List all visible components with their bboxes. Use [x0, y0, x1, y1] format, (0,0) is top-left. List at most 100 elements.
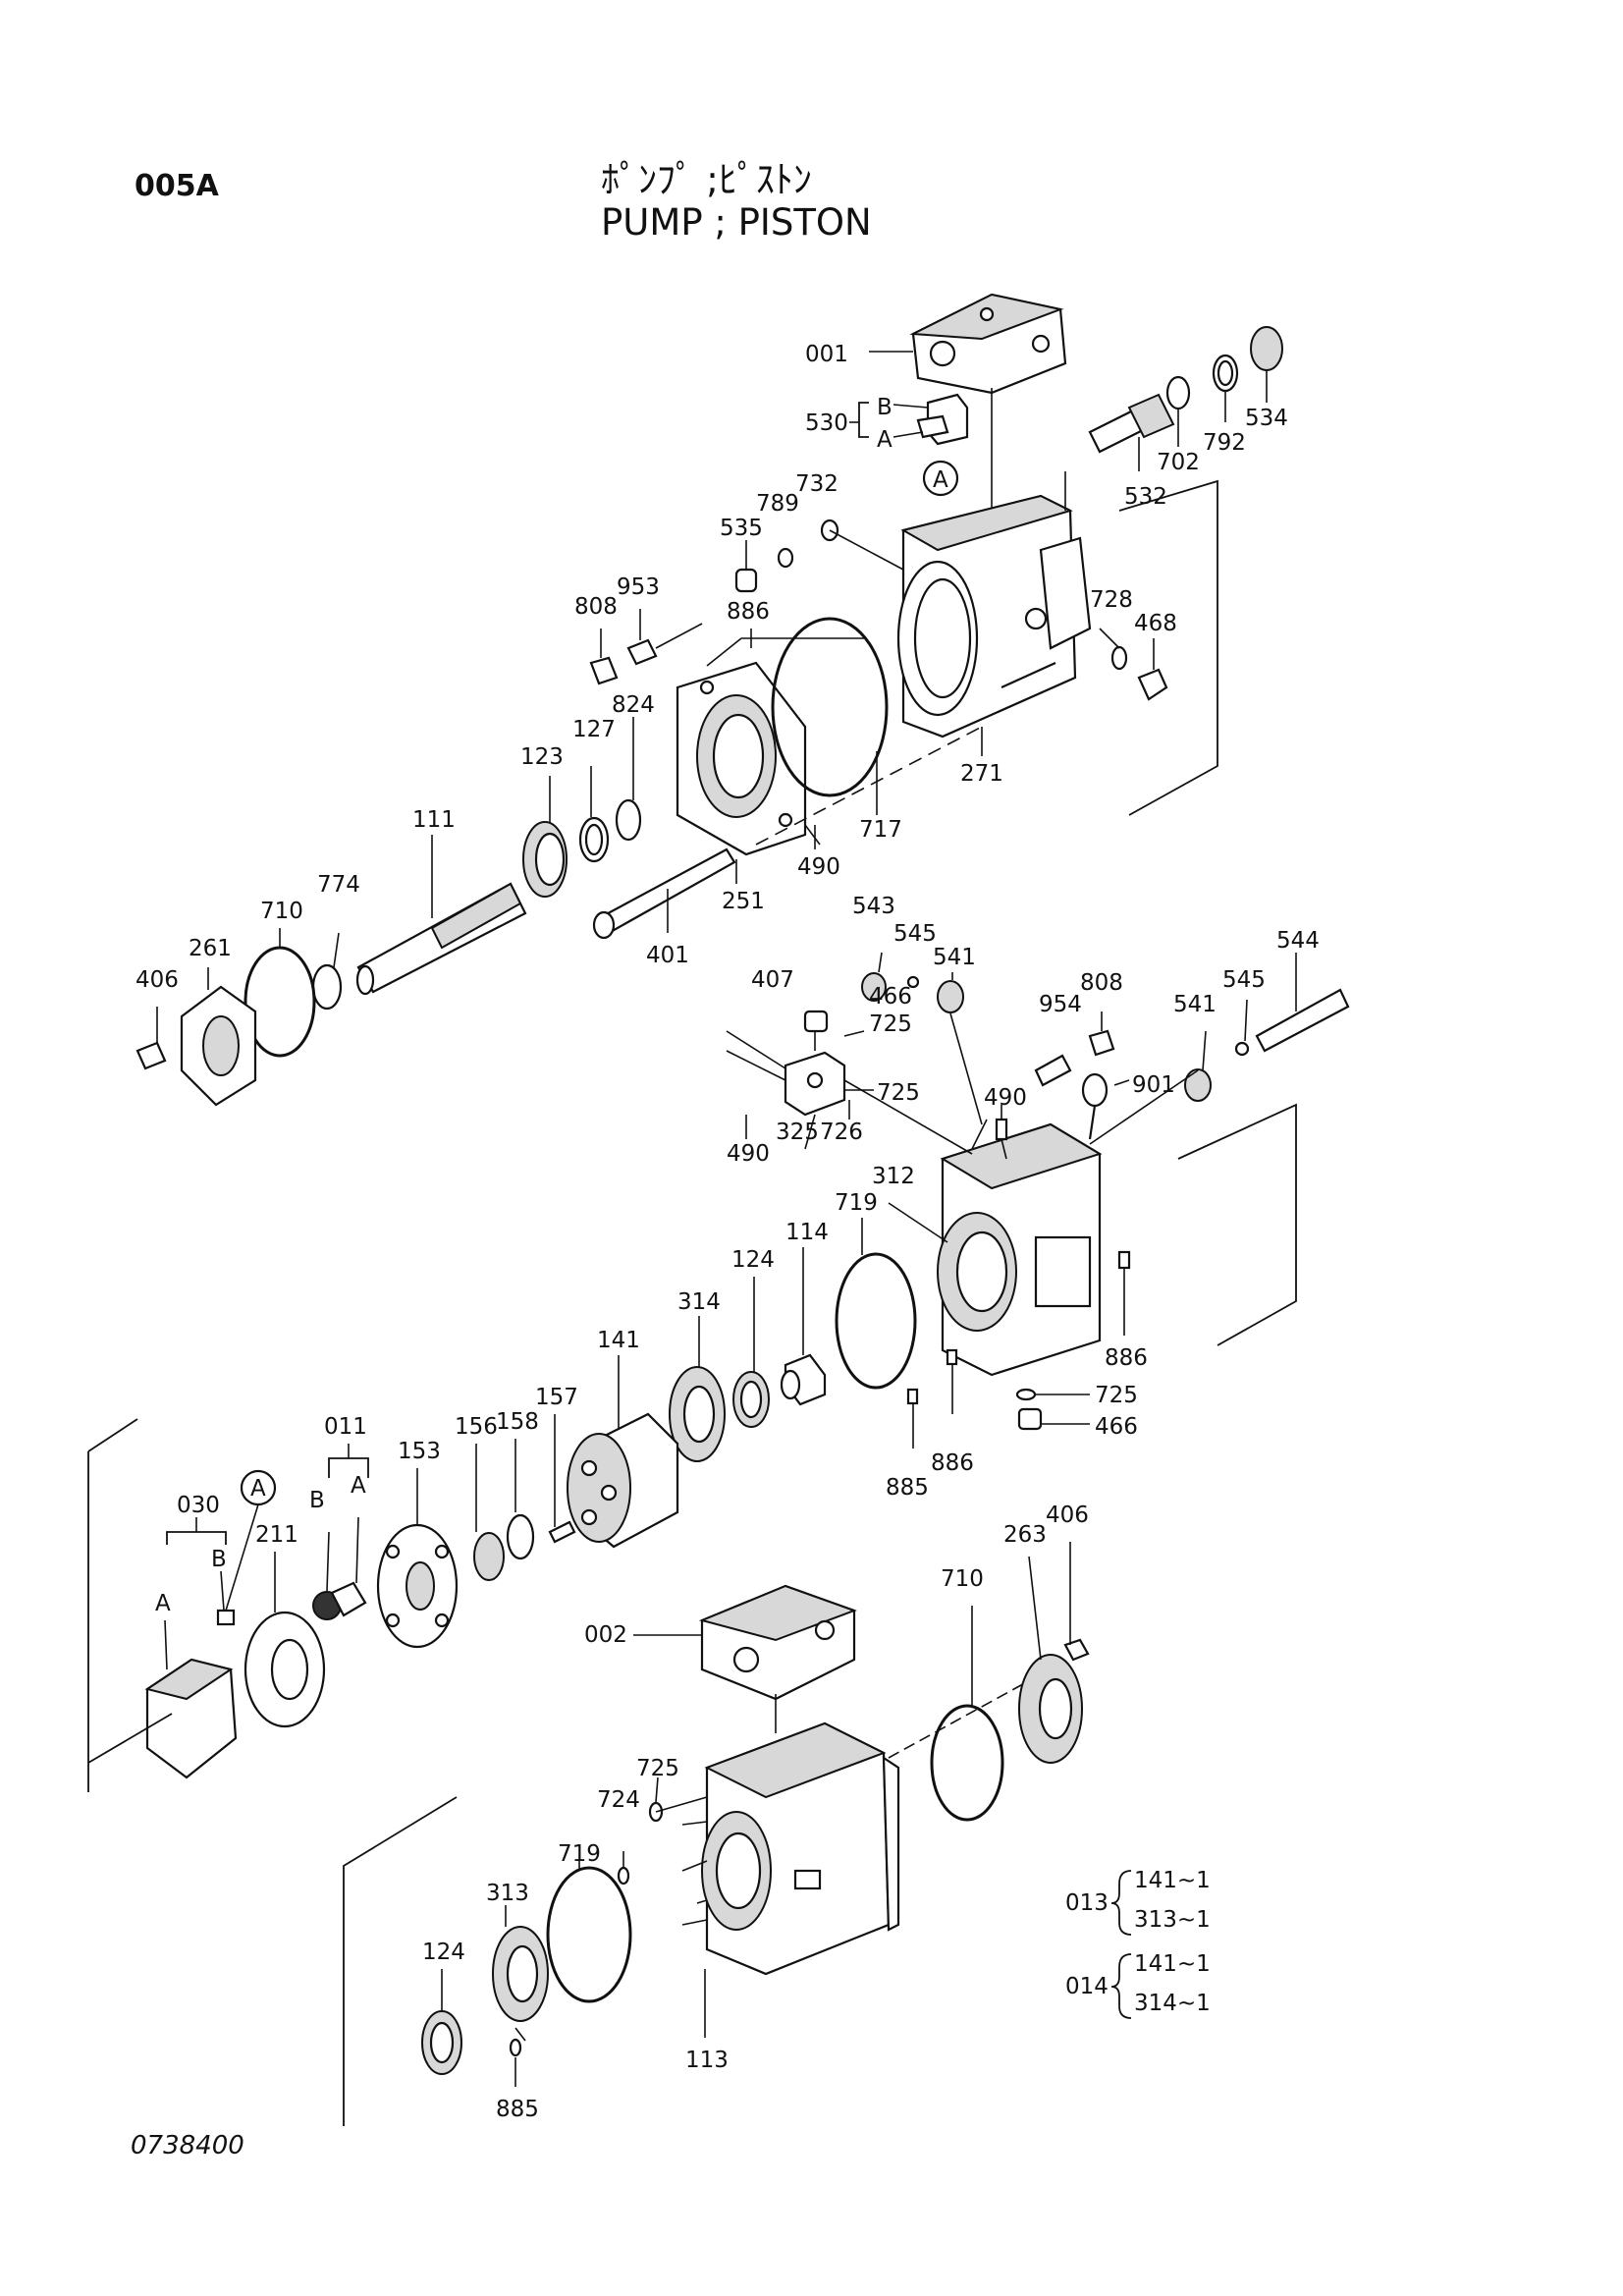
part-468-plug: [1137, 668, 1168, 701]
part-325-block: [784, 1051, 846, 1117]
callout-541-b: 541: [1173, 992, 1217, 1017]
callout-001: 001: [805, 342, 848, 367]
callout-535: 535: [720, 516, 763, 541]
callout-886-c: 886: [931, 1450, 974, 1476]
callout-030-b: B: [211, 1547, 227, 1572]
callout-774: 774: [317, 872, 360, 898]
part-808-nut: [589, 656, 619, 685]
callout-824: 824: [612, 692, 655, 718]
callout-953: 953: [617, 574, 660, 600]
callout-127: 127: [572, 717, 616, 742]
callout-710: 710: [260, 899, 303, 924]
callout-466: 466: [869, 984, 912, 1010]
part-001-regulator: [909, 293, 1067, 395]
callout-211: 211: [255, 1522, 298, 1548]
callout-030-a: A: [155, 1591, 171, 1616]
part-153-retainer-plate: [376, 1523, 459, 1649]
part-314-valve-plate: [669, 1366, 726, 1462]
callout-030: 030: [177, 1493, 220, 1518]
callout-113: 113: [685, 2048, 729, 2073]
reference-a-circle-2: A: [250, 1476, 266, 1502]
callout-543: 543: [852, 894, 895, 919]
part-401-bolt: [592, 847, 736, 940]
callout-156: 156: [455, 1414, 498, 1440]
callout-011-b: B: [309, 1488, 325, 1513]
callout-530-b: B: [877, 395, 893, 420]
callout-123: 123: [520, 744, 564, 770]
callout-717: 717: [859, 817, 902, 843]
callout-532: 532: [1124, 484, 1167, 510]
part-124-needle-bearing: [732, 1371, 770, 1428]
part-261-cover: [180, 985, 257, 1107]
callout-792: 792: [1203, 430, 1246, 456]
kit-013-line-2: 313~1: [1134, 1907, 1211, 1933]
part-530-block: [916, 393, 969, 446]
part-211-shoe-plate: [243, 1611, 326, 1728]
callout-530-a: A: [877, 427, 893, 453]
callout-158: 158: [496, 1409, 539, 1435]
callout-011-a: A: [351, 1473, 366, 1499]
callout-490: 490: [797, 854, 840, 880]
part-157-spring: [548, 1520, 576, 1544]
callout-312: 312: [872, 1164, 915, 1189]
part-263-cover: [1018, 1654, 1083, 1764]
part-313-valve-plate: [492, 1926, 549, 2022]
callout-141: 141: [597, 1328, 640, 1353]
callout-544: 544: [1276, 928, 1320, 954]
callout-725-right: 725: [1095, 1383, 1138, 1408]
part-541-fitting: [937, 980, 964, 1013]
callout-314: 314: [677, 1289, 721, 1315]
reference-a-circle-1: A: [933, 467, 948, 493]
part-406-bolt-b: [1063, 1638, 1090, 1662]
callout-251: 251: [722, 889, 765, 914]
part-251-plate: [676, 661, 807, 856]
part-406-bolt: [135, 1041, 167, 1070]
callout-726: 726: [820, 1120, 863, 1145]
part-808-nut-b: [1088, 1029, 1115, 1057]
kit-014-line-1: 141~1: [1134, 1951, 1211, 1977]
callout-719: 719: [835, 1190, 878, 1216]
part-312-valve-block: [937, 1122, 1103, 1377]
part-954-screw: [1034, 1054, 1072, 1087]
callout-124-b: 124: [422, 1940, 465, 1965]
part-543-plug: [861, 972, 887, 1002]
part-271-casing: [896, 494, 1092, 738]
part-111-drive-shaft: [355, 882, 527, 996]
callout-263: 263: [1003, 1522, 1047, 1548]
callout-725-mid: 725: [877, 1080, 920, 1106]
callout-725-bottom: 725: [636, 1756, 679, 1781]
callout-490-c: 490: [727, 1141, 770, 1167]
callout-719-b: 719: [558, 1841, 601, 1867]
callout-271: 271: [960, 761, 1003, 787]
part-030-swash-plate: [144, 1609, 238, 1779]
callout-710-b: 710: [941, 1566, 984, 1592]
part-901-eyebolt: [1081, 1072, 1109, 1140]
kit-013-line-1: 141~1: [1134, 1868, 1211, 1893]
callout-406-b: 406: [1046, 1503, 1089, 1528]
callout-407: 407: [751, 967, 794, 993]
callout-901: 901: [1132, 1072, 1175, 1098]
callout-325: 325: [776, 1120, 819, 1145]
drawing-number: 0738400: [131, 2131, 244, 2160]
kit-013-code: 013: [1065, 1890, 1109, 1916]
callout-886-b: 886: [1105, 1345, 1148, 1371]
page-code: 005A: [135, 169, 219, 203]
callout-545: 545: [893, 921, 937, 947]
part-011-piston: [312, 1581, 367, 1620]
part-490-plug: [995, 1118, 1008, 1141]
part-535-plug: [734, 568, 758, 593]
callout-401: 401: [646, 943, 689, 968]
callout-261: 261: [189, 936, 232, 961]
callout-789: 789: [756, 491, 799, 517]
callout-702: 702: [1157, 450, 1200, 475]
callout-885: 885: [886, 1475, 929, 1501]
part-114-sleeve: [780, 1353, 827, 1406]
callout-468: 468: [1134, 611, 1177, 636]
kit-014: 014 141~1 314~1: [1065, 1951, 1211, 2019]
callout-732: 732: [795, 471, 839, 497]
callout-545-b: 545: [1222, 967, 1266, 993]
callout-490-b: 490: [984, 1085, 1027, 1111]
callout-725-top: 725: [869, 1011, 912, 1037]
callout-724: 724: [597, 1787, 640, 1813]
